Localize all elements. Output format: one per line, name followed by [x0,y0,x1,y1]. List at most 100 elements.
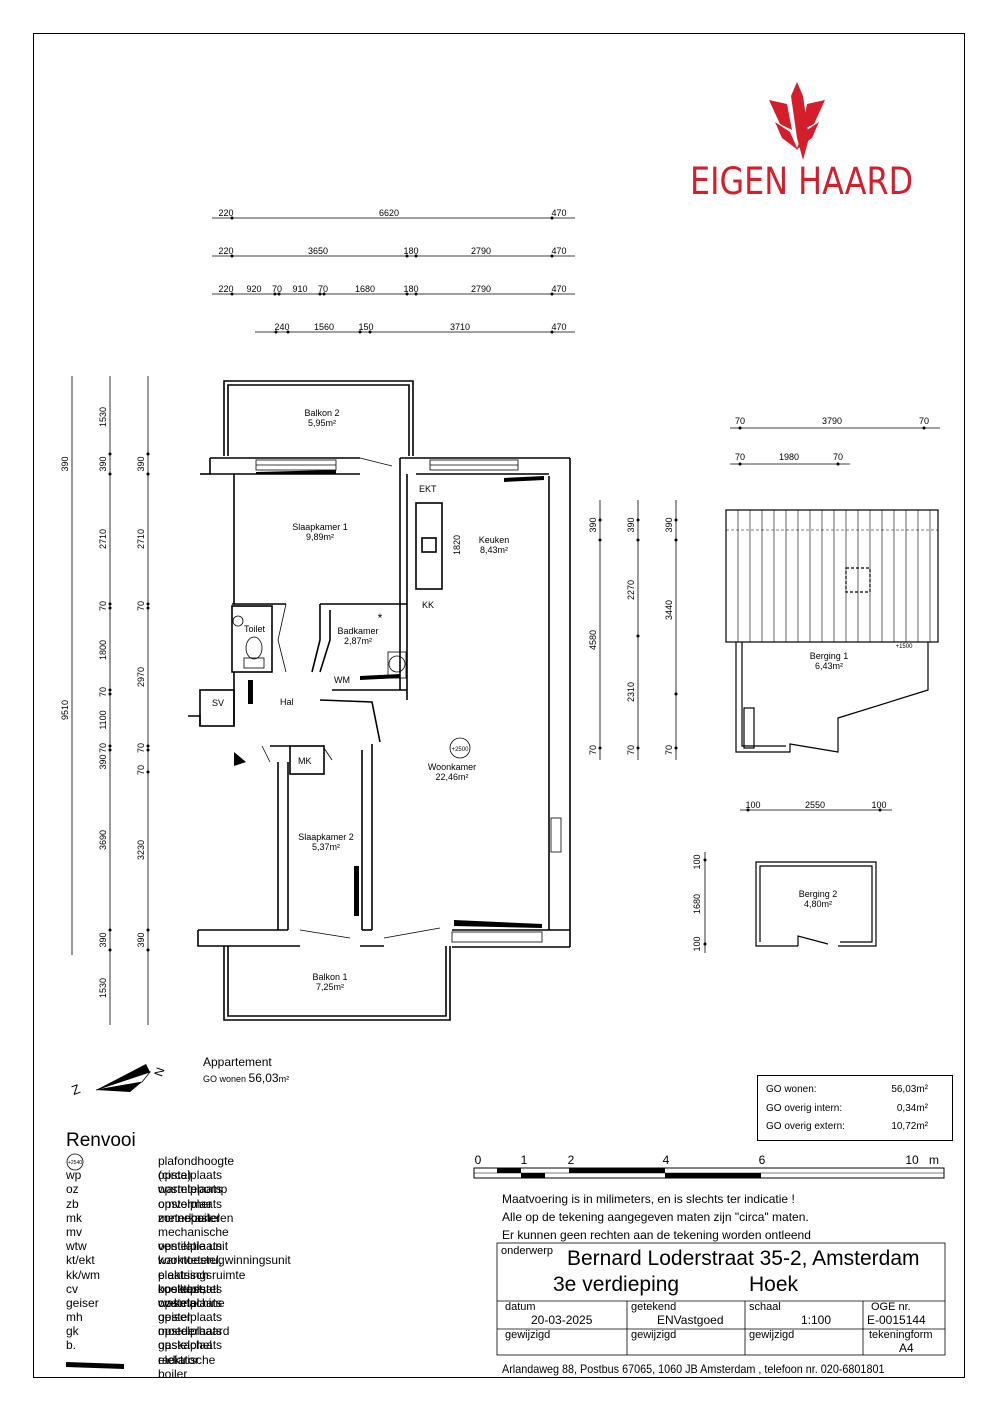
dim-left2-j: 3690 [98,830,108,850]
berging1-roof-hatching [726,510,938,642]
apartment-go: GO wonen 56,03m² [203,1071,290,1085]
label-wm: WM [334,675,350,685]
dim-b2-row-c: 100 [871,800,886,810]
gewijzigd-label-1: gewijzigd [505,1329,551,1341]
dim-right1-a: 390 [588,517,598,532]
dim-b2-col-a: 100 [692,854,702,869]
dim-left3-g: 3230 [136,840,146,860]
dim-left2-e: 1800 [98,640,108,660]
radiators [234,470,544,928]
dim-left3-b: 2710 [136,529,146,549]
dim-b1-row1-b: 3790 [822,416,842,426]
dim-top2-a: 220 [218,246,233,256]
dim-top3-h: 2790 [471,284,491,294]
dim-right1-c: 70 [588,745,598,755]
ceiling-marker-label: +2500 [452,747,470,753]
dim-top4-d: 3710 [450,322,470,332]
dim-top3-b: 920 [246,284,261,294]
apartment-walls [188,380,571,1021]
drawing-frame [33,33,965,1378]
dim-top3-g: 180 [403,284,418,294]
getekend-label: getekend [631,1301,677,1313]
total-label-0: GO wonen: [766,1084,817,1095]
total-value-2: 10,72m² [891,1121,928,1132]
ceiling-height-marker-icon: +2500 [449,737,471,759]
total-value-1: 0,34m² [896,1103,928,1114]
dim-right1-b: 4580 [588,630,598,650]
datum-label: datum [505,1301,536,1313]
windows-doors [255,457,562,943]
scale-unit: m [929,1153,939,1167]
dim-left3-e: 70 [136,743,146,753]
dim-b1-row2-a: 70 [735,452,745,462]
scale-label-1: 1 [521,1153,528,1167]
dim-left2-g: 1100 [98,710,108,729]
dim-top2-c: 180 [403,246,418,256]
tekeningform-label: tekeningform [869,1329,933,1341]
toilet-fixture [232,615,407,679]
dim-top4-e: 470 [551,322,566,332]
dim-left3-d: 2970 [136,667,146,687]
berging1-level: +1500 [896,644,914,650]
compass-south-glyph: Z [70,1081,83,1098]
address: Bernard Loderstraat 35-2, Amsterdam [567,1247,920,1270]
ventilation-icon: * [378,611,383,625]
dim-right3-b: 3440 [664,600,674,620]
dim-top2-d: 2790 [471,246,491,256]
scale-label-10: 10 [905,1153,919,1167]
oge-value: E-0015144 [867,1313,926,1327]
area-totals-box: GO wonen: 56,03m² GO overig intern: 0,34… [757,1075,953,1141]
dim-top1-c: 470 [551,208,566,218]
berging2-walls [755,861,877,947]
dim-top1-b: 6620 [379,208,399,218]
apartment-label: Appartement [203,1055,272,1069]
datum-value: 20-03-2025 [531,1313,593,1327]
total-label-1: GO overig intern: [766,1103,843,1114]
dim-right3-a: 390 [664,517,674,532]
tekeningform-value: A4 [899,1341,914,1355]
gewijzigd-label-2: gewijzigd [631,1329,677,1341]
dim-top2-b: 3650 [308,246,328,256]
legend-marker-label: +2540 [68,1160,82,1166]
label-ekt: EKT [419,484,437,494]
floor: 3e verdieping [553,1273,680,1296]
scale-label-0: 0 [475,1153,482,1167]
schaal-value: 1:100 [801,1313,832,1327]
position: Hoek [749,1273,799,1296]
dim-left2-d: 70 [98,601,108,611]
dim-top4-c: 150 [358,322,373,332]
scale-label-2: 2 [568,1153,575,1167]
dim-b2-row-a: 100 [745,800,760,810]
disclaimer-notes: Maatvoering is in milimeters, en is slec… [502,1190,811,1244]
label-mk: MK [298,756,312,766]
dim-b2-col-c: 100 [692,936,702,951]
dim-left2-b: 390 [98,456,108,471]
dim-right2-d: 70 [626,745,636,755]
dim-left3-h: 390 [136,932,146,947]
getekend-value: ENVastgoed [657,1313,724,1327]
dim-top3-d: 910 [292,284,307,294]
compass-north-arrow-icon: N Z [70,1064,168,1098]
gewijzigd-label-3: gewijzigd [749,1329,795,1341]
onderwerp-label: onderwerp [501,1245,553,1257]
total-value-0: 56,03m² [891,1084,928,1095]
dim-b2-row-b: 2550 [805,800,825,810]
dim-left2-k: 390 [98,932,108,947]
dim-left2-f: 70 [98,687,108,697]
total-label-2: GO overig extern: [766,1121,845,1132]
dim-keuken-counter: 1820 [452,535,462,555]
schaal-label: schaal [749,1301,781,1313]
dim-left2-i: 390 [98,754,108,769]
dim-left2-l: 1530 [98,978,108,998]
dimension-lines-top [71,217,940,1025]
dim-left3-f: 70 [136,765,146,775]
company-footer: Arlandaweg 88, Postbus 67065, 1060 JB Am… [502,1362,885,1376]
title-block-lines [496,1242,946,1356]
